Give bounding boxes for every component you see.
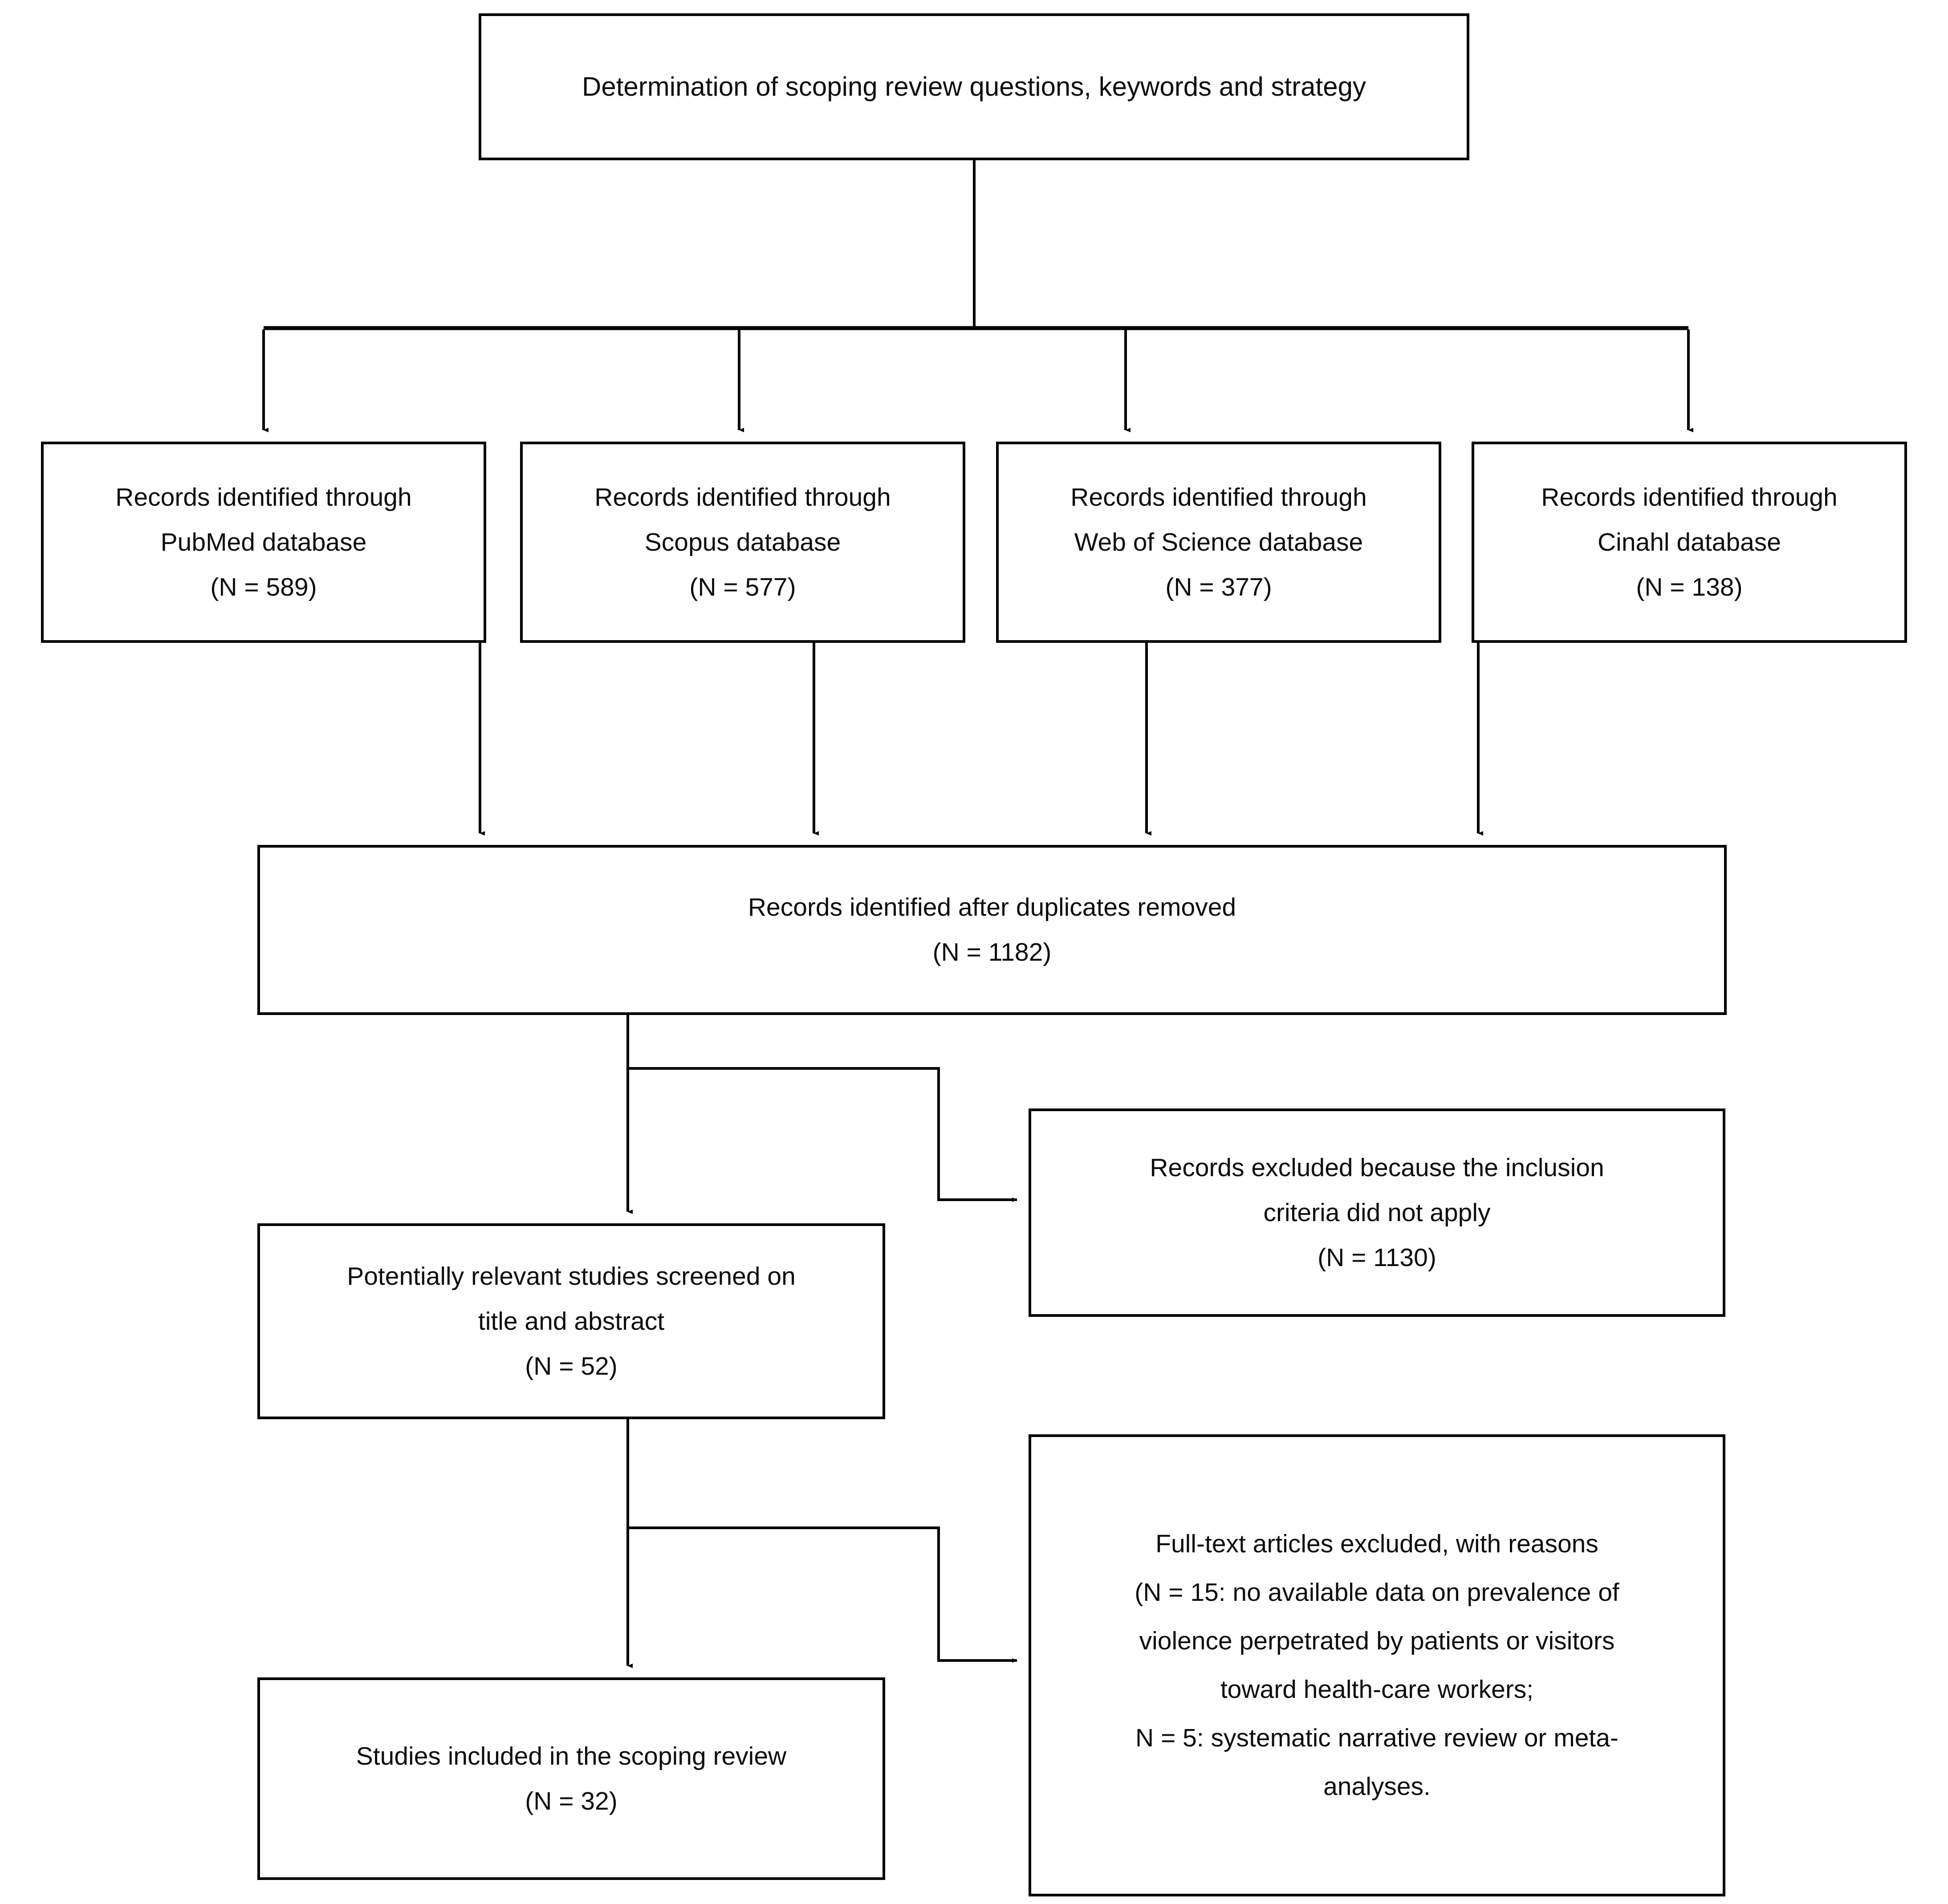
fulltext-excluded-line-6: analyses. (1323, 1772, 1431, 1801)
cinahl-line-1: Records identified through (1541, 483, 1838, 512)
cinahl-line-2: Cinahl database (1598, 528, 1781, 556)
web-of-science-records-box: Records identified through Web of Scienc… (996, 442, 1441, 643)
included-count: (N = 32) (525, 1786, 618, 1815)
determination-line-1: Determination of scoping review question… (582, 72, 1366, 101)
fulltext-excluded-line-4: toward health-care workers; (1220, 1675, 1534, 1704)
scopus-line-2: Scopus database (644, 528, 841, 556)
pubmed-records-box: Records identified through PubMed databa… (41, 442, 486, 643)
web-of-science-count: (N = 377) (1165, 572, 1272, 601)
duplicates-removed-box: Records identified after duplicates remo… (257, 845, 1727, 1015)
records-excluded-box: Records excluded because the inclusion c… (1029, 1108, 1725, 1317)
included-line-1: Studies included in the scoping review (356, 1742, 787, 1770)
records-excluded-line-1: Records excluded because the inclusion (1150, 1153, 1604, 1182)
screened-line-1: Potentially relevant studies screened on (347, 1262, 796, 1291)
cinahl-count: (N = 138) (1636, 572, 1743, 601)
determination-box: Determination of scoping review question… (479, 13, 1469, 160)
screened-count: (N = 52) (525, 1352, 618, 1380)
fulltext-excluded-line-2: (N = 15: no available data on prevalence… (1135, 1578, 1619, 1607)
pubmed-line-2: PubMed database (160, 528, 367, 556)
records-excluded-line-2: criteria did not apply (1263, 1198, 1491, 1227)
scopus-records-box: Records identified through Scopus databa… (520, 442, 965, 643)
pubmed-line-1: Records identified through (115, 483, 412, 512)
duplicates-to-records-excluded (628, 1067, 1017, 1202)
web-of-science-line-2: Web of Science database (1074, 528, 1363, 556)
records-excluded-count: (N = 1130) (1318, 1243, 1436, 1272)
included-studies-box: Studies included in the scoping review (… (257, 1677, 885, 1880)
fulltext-excluded-line-5: N = 5: systematic narrative review or me… (1135, 1724, 1619, 1752)
screened-to-fulltext-excluded (628, 1526, 1017, 1663)
web-of-science-line-1: Records identified through (1070, 483, 1367, 512)
scopus-line-1: Records identified through (594, 483, 891, 512)
fulltext-excluded-line-3: violence perpetrated by patients or visi… (1139, 1627, 1615, 1655)
cinahl-records-box: Records identified through Cinahl databa… (1472, 442, 1907, 643)
fulltext-excluded-line-1: Full-text articles excluded, with reason… (1155, 1530, 1598, 1558)
duplicates-line-1: Records identified after duplicates remo… (748, 893, 1236, 922)
pubmed-count: (N = 589) (210, 572, 317, 601)
fulltext-excluded-box: Full-text articles excluded, with reason… (1029, 1434, 1725, 1896)
scopus-count: (N = 577) (689, 572, 796, 601)
screened-line-2: title and abstract (478, 1307, 665, 1336)
duplicates-count: (N = 1182) (932, 938, 1052, 966)
screened-studies-box: Potentially relevant studies screened on… (257, 1223, 885, 1419)
